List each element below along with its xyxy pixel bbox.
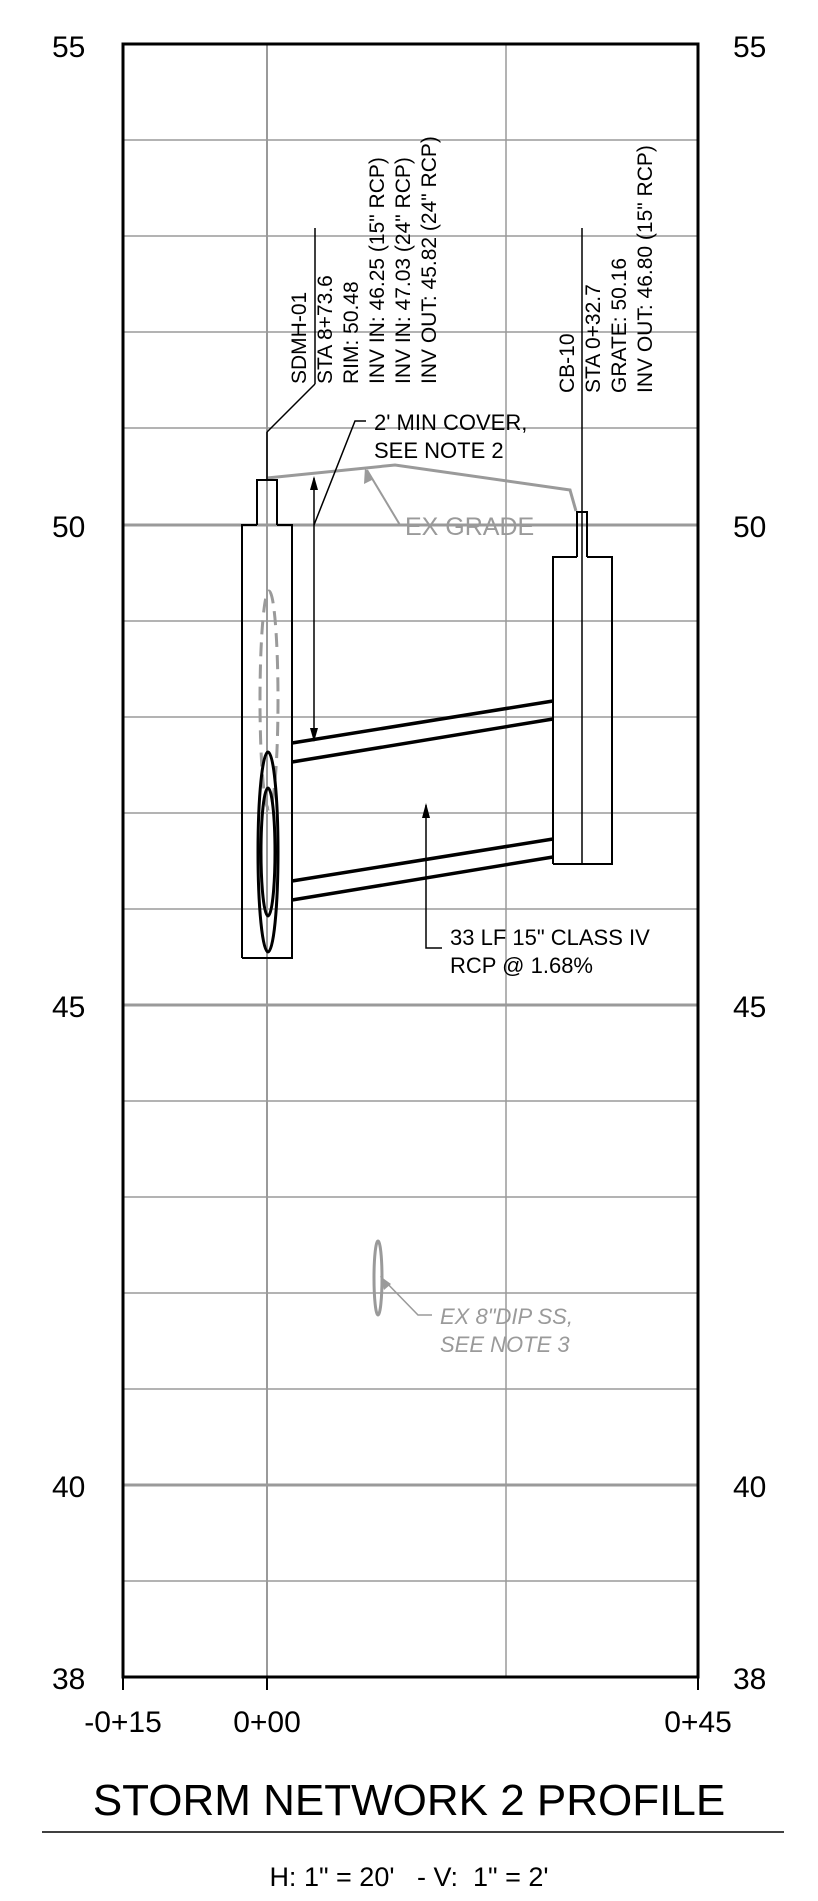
x-label-minus15: -0+15 [84, 1706, 162, 1739]
cover-arrow-top [310, 476, 318, 490]
y-label-40-right: 40 [733, 1471, 766, 1504]
existing-pipe-dashed [258, 589, 280, 811]
pipe-outlet-ellipse [256, 750, 280, 954]
sdmh-label-line6: INV OUT: 45.82 (24" RCP) [418, 136, 441, 384]
cb-label-line2: STA 0+32.7 [582, 284, 605, 393]
pipe-label-arrowhead [422, 803, 430, 818]
y-label-45-right: 45 [733, 991, 766, 1024]
pipe-inlet-ellipse [259, 786, 277, 918]
cb-structure [552, 228, 613, 865]
existing-grade-line [266, 463, 578, 512]
sanitary-label-line1: EX 8"DIP SS, [440, 1304, 573, 1329]
sdmh-label-line4: INV IN: 46.25 (15" RCP) [366, 157, 389, 384]
sdmh-label-line5: INV IN: 47.03 (24" RCP) [392, 157, 415, 384]
cover-arrow-bottom [310, 728, 318, 742]
y-label-40-left: 40 [52, 1471, 85, 1504]
sdmh-label-line1: SDMH-01 [288, 292, 311, 384]
sdmh-label-line3: RIM: 50.48 [340, 281, 363, 384]
plot-frame [121, 42, 700, 1679]
y-label-50-right: 50 [733, 511, 766, 544]
x-axis-ticks [122, 1677, 699, 1690]
sdmh-leader [266, 383, 316, 433]
sdmh-label-line2: STA 8+73.6 [314, 275, 337, 384]
y-label-55-left: 55 [52, 31, 85, 64]
x-label-45: 0+45 [664, 1706, 732, 1739]
x-labels: -0+15 0+00 0+45 [84, 1706, 732, 1739]
y-label-45-left: 45 [52, 991, 85, 1024]
pipe-crown-lines [291, 699, 554, 902]
ex-grade-arrowhead [364, 467, 372, 484]
pipe-label-line2: RCP @ 1.68% [450, 953, 593, 978]
cb-label-line1: CB-10 [556, 333, 579, 393]
y-label-38-left: 38 [52, 1663, 85, 1696]
grid [123, 44, 698, 1677]
scale-label: H: 1" = 20' - V: 1" = 2' [269, 1862, 548, 1892]
cb-label-block: CB-10 STA 0+32.7 GRATE: 50.16 INV OUT: 4… [556, 145, 657, 393]
cover-note-line1: 2' MIN COVER, [374, 410, 527, 435]
y-label-38-right: 38 [733, 1663, 766, 1696]
cb-label-line4: INV OUT: 46.80 (15" RCP) [634, 145, 657, 393]
x-label-0: 0+00 [233, 1706, 301, 1739]
y-label-50-left: 50 [52, 511, 85, 544]
ex-grade-label: EX GRADE [405, 513, 534, 541]
y-labels-left: 55 50 45 40 38 [52, 31, 85, 1696]
cb-label-line3: GRATE: 50.16 [608, 258, 631, 393]
sanitary-label-line2: SEE NOTE 3 [440, 1332, 570, 1357]
pipe-label-line1: 33 LF 15" CLASS IV [450, 925, 650, 950]
sanitary-arrowhead [380, 1276, 391, 1290]
sdmh-label-block: SDMH-01 STA 8+73.6 RIM: 50.48 INV IN: 46… [288, 136, 441, 384]
cover-note-line2: SEE NOTE 2 [374, 438, 504, 463]
cover-leader [313, 420, 366, 526]
page-title: STORM NETWORK 2 PROFILE [93, 1776, 725, 1825]
y-labels-right: 55 50 45 40 38 [733, 31, 766, 1696]
ex-grade-leader [366, 469, 401, 526]
pipe-label-leader [425, 805, 442, 949]
y-label-55-right: 55 [733, 31, 766, 64]
sanitary-leader [380, 1276, 432, 1316]
